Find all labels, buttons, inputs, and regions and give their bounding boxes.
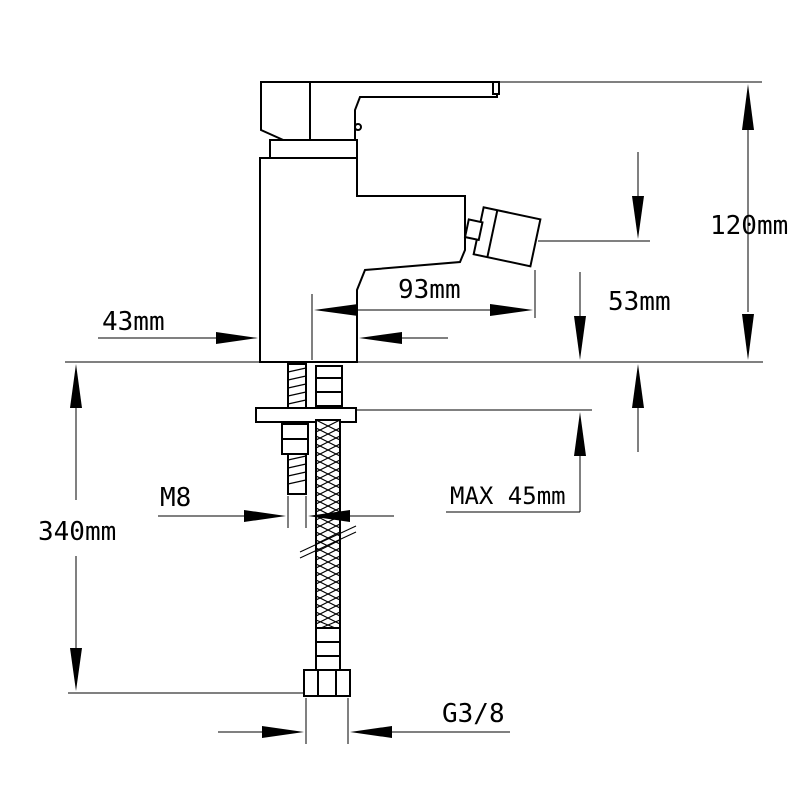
label-hose-connection: G3/8 [442,699,505,729]
dim-height-total: 120mm [500,81,788,360]
label-stud-thread: M8 [160,483,191,513]
dim-stud-thread: M8 [158,483,394,528]
dim-hose-length: 340mm [38,364,304,694]
spray-outlet [463,206,542,268]
dim-hose-connection: G3/8 [218,698,510,744]
body [259,157,466,363]
label-height-total: 120mm [710,211,788,241]
dim-max-deck: MAX 45mm [446,272,586,513]
flexible-hose [299,365,357,697]
label-body-width: 43mm [102,307,165,337]
dim-spout-reach: 93mm [314,270,536,318]
label-spout-reach: 93mm [398,275,461,305]
label-max-deck: MAX 45mm [450,482,566,510]
handle-tip [492,81,500,95]
mounting-assembly [255,363,357,495]
label-spout-height: 53mm [608,287,671,317]
dim-body-width: 43mm [98,307,448,344]
label-hose-length: 340mm [38,517,116,547]
tap-body [259,81,542,363]
dim-spout-height: 53mm [538,152,671,452]
